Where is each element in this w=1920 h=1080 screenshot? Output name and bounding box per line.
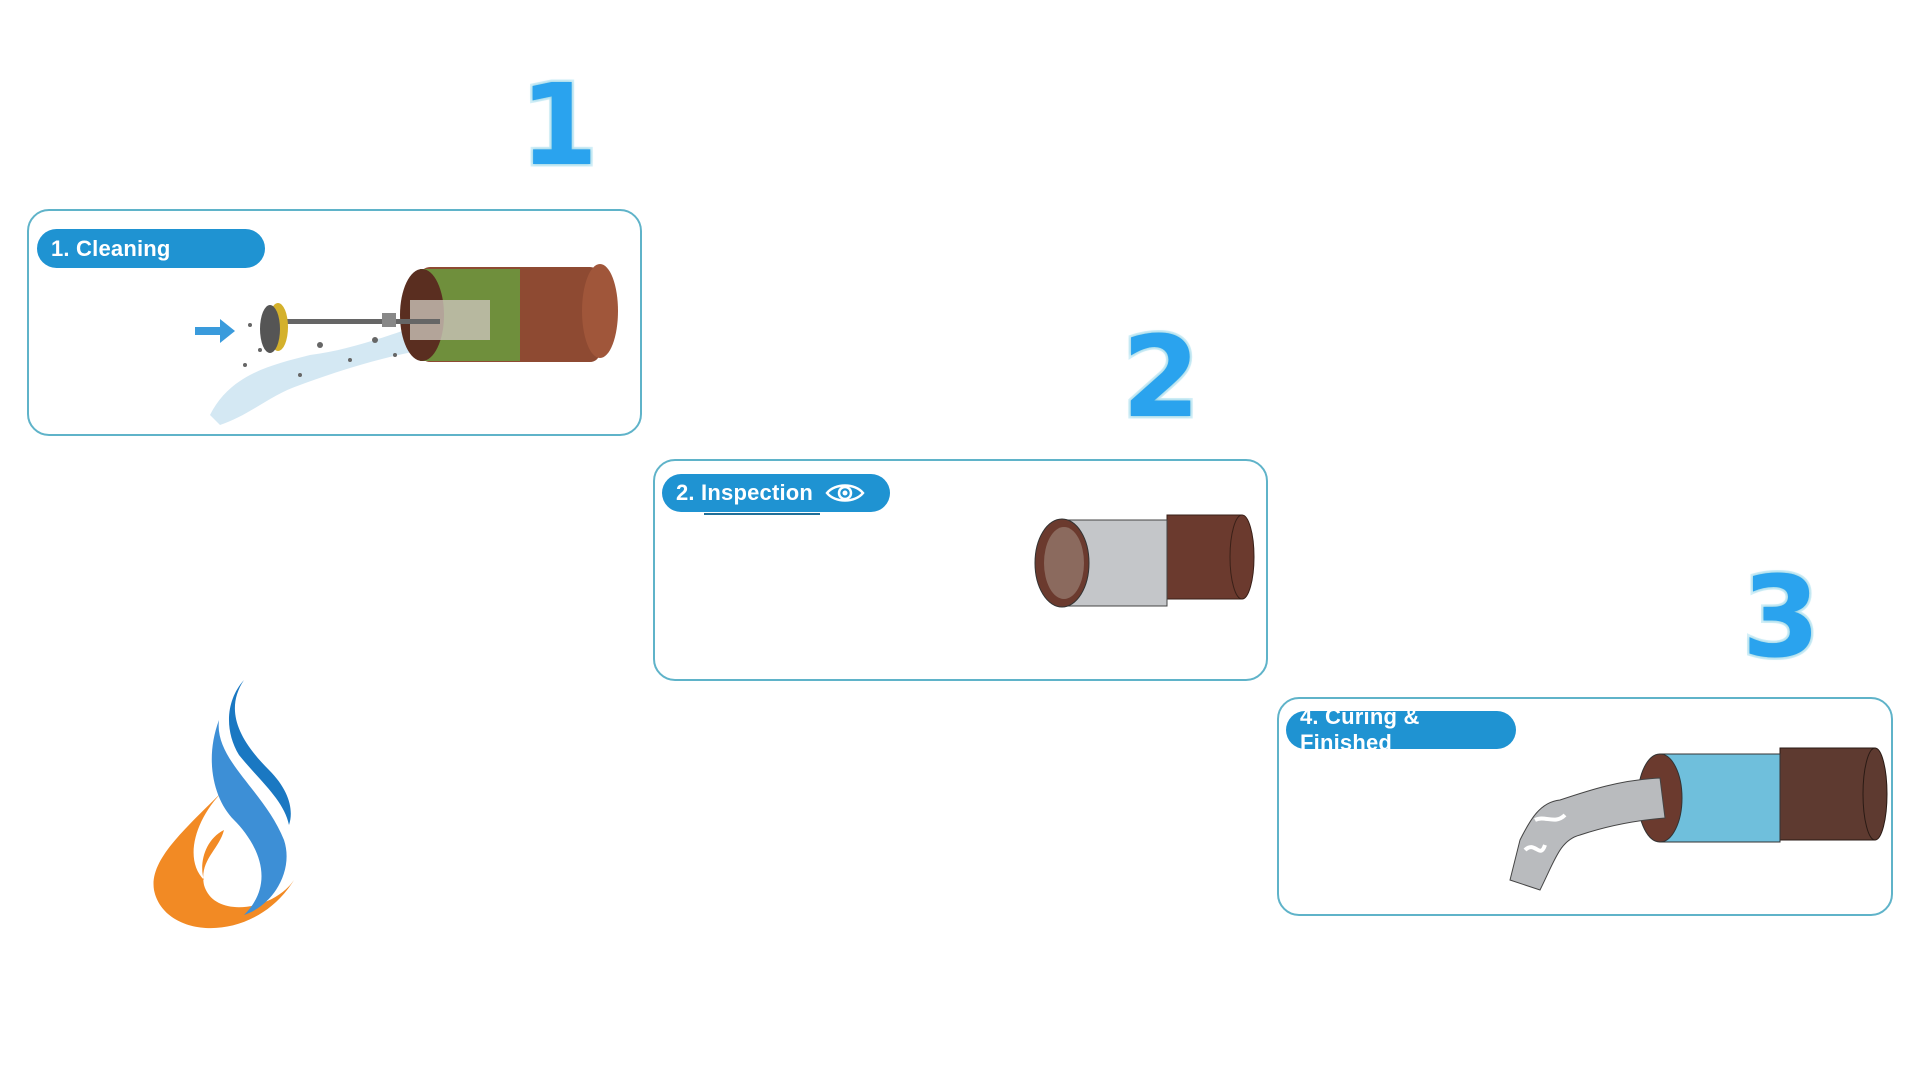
- step-number-1: 1: [518, 61, 601, 191]
- label-underline: [704, 513, 820, 515]
- step-label-cleaning: 1. Cleaning: [37, 229, 265, 268]
- step-label-curing: 4. Curing & Finished: [1286, 704, 1516, 755]
- flame-logo: [153, 680, 294, 929]
- eye-icon: [825, 484, 865, 502]
- step-number-2: 2: [1120, 313, 1203, 443]
- cleaning-illustration: [195, 264, 618, 425]
- liner-pipe-illustration: [1509, 747, 1888, 891]
- inspection-pipe-illustration: [1034, 514, 1255, 608]
- step-label-text: 2. Inspection: [676, 480, 814, 505]
- step-number-3: 3: [1740, 553, 1823, 683]
- step-label-inspection: 2. Inspection: [662, 474, 890, 512]
